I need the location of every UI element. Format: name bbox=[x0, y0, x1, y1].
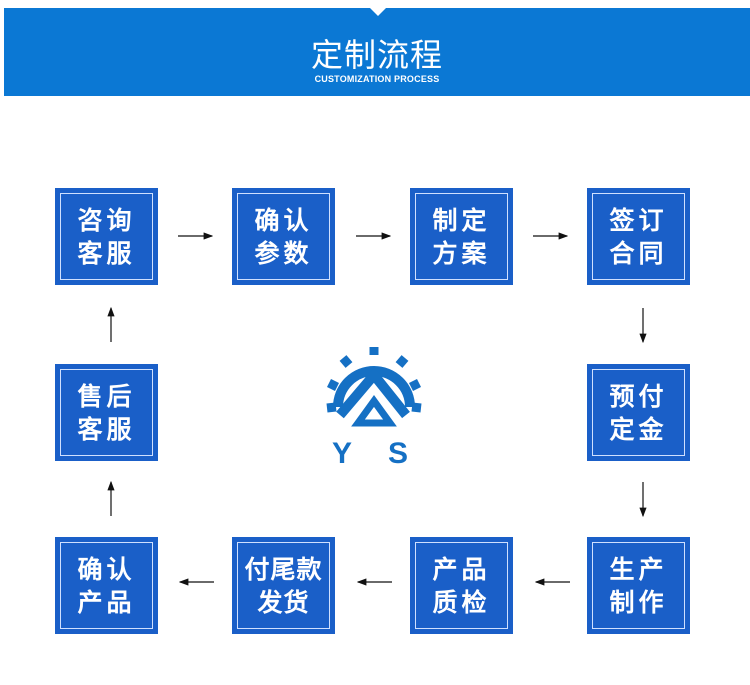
step-consult: 咨询客服 bbox=[55, 188, 158, 285]
step-after-sales: 售后客服 bbox=[55, 364, 158, 461]
step-deposit: 预付定金 bbox=[587, 364, 690, 461]
svg-text:Y: Y bbox=[332, 437, 352, 470]
step-contract: 签订合同 bbox=[587, 188, 690, 285]
header-banner: 定制流程 CUSTOMIZATION PROCESS bbox=[4, 8, 750, 96]
step-plan: 制定方案 bbox=[410, 188, 513, 285]
page-subtitle: CUSTOMIZATION PROCESS bbox=[314, 74, 440, 84]
step-confirm-params: 确认参数 bbox=[232, 188, 335, 285]
step-inspection: 产品质检 bbox=[410, 537, 513, 634]
step-final-payment: 付尾款发货 bbox=[232, 537, 335, 634]
step-confirm-product: 确认产品 bbox=[55, 537, 158, 634]
svg-text:S: S bbox=[388, 437, 408, 470]
company-logo: Y S bbox=[326, 347, 422, 470]
header-notch bbox=[370, 8, 386, 16]
step-production: 生产制作 bbox=[587, 537, 690, 634]
page-title: 定制流程 bbox=[310, 36, 443, 74]
